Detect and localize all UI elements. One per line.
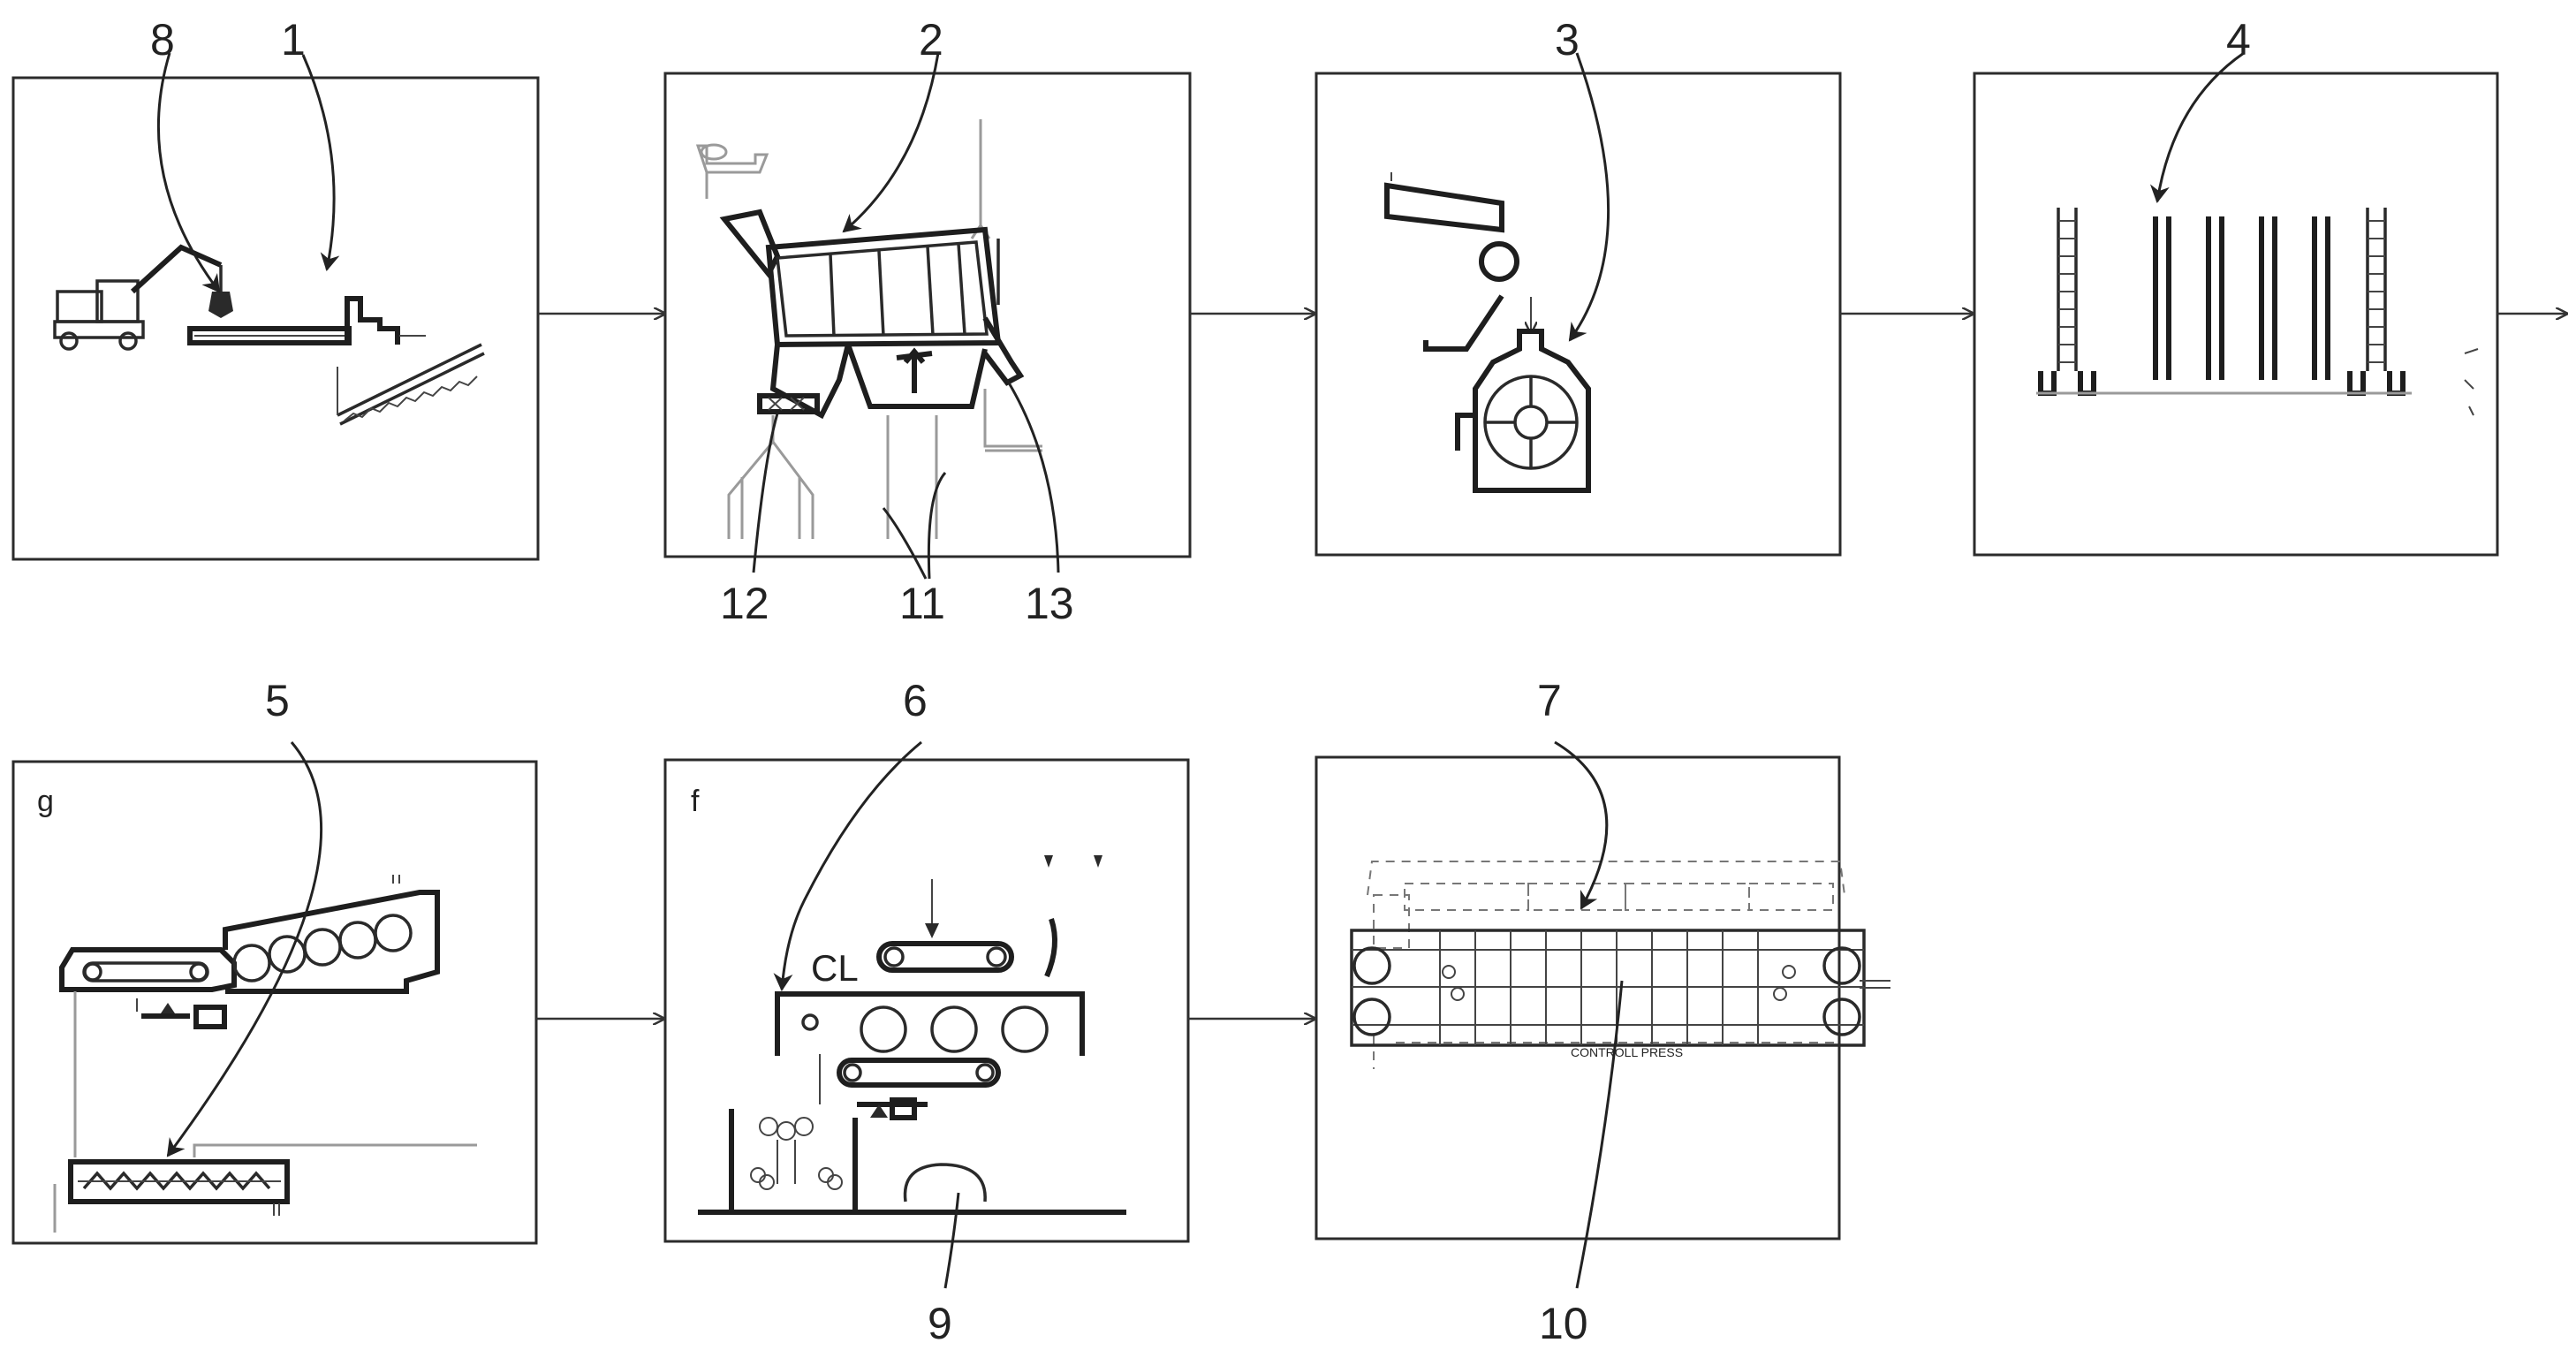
- leader-2: [842, 52, 940, 233]
- ref-num-9: 9: [928, 1299, 952, 1348]
- leader-1: [301, 54, 340, 271]
- cl-label: CL: [811, 947, 859, 989]
- ref-num-4: 4: [2226, 15, 2251, 64]
- leader-6: [773, 740, 922, 991]
- ref-num-3: 3: [1555, 15, 1580, 64]
- panel-4-frame: [1973, 72, 2499, 557]
- panel-3-illustration: [1384, 172, 1591, 493]
- leader-3: [1568, 52, 1610, 342]
- ref-num-2: 2: [919, 15, 943, 64]
- ref-num-12: 12: [720, 579, 769, 628]
- ref-num-1: 1: [281, 15, 306, 64]
- ref-num-6: 6: [903, 676, 928, 725]
- corner-letter-f: f: [691, 785, 700, 818]
- panel-3-frame: [1315, 72, 1842, 557]
- ref-num-5: 5: [265, 676, 290, 725]
- leader-11b: [927, 472, 947, 580]
- panel-2-frame: [663, 72, 1192, 558]
- press-label: CONTROLL PRESS: [1571, 1045, 1683, 1059]
- leader-4: [2149, 51, 2245, 203]
- panel-1-frame: [11, 76, 540, 561]
- ref-num-11: 11: [899, 579, 945, 628]
- panel-7-illustration: CONTROLL PRESS: [1350, 861, 1890, 1069]
- panel-1-illustration: [53, 244, 485, 426]
- panel-7-frame: [1315, 755, 1841, 1240]
- ref-num-8: 8: [150, 15, 175, 64]
- ref-num-10: 10: [1539, 1299, 1588, 1348]
- leader-5: [166, 741, 323, 1157]
- leader-13: [1005, 379, 1060, 573]
- panel-5-frame: [11, 760, 538, 1245]
- panel-2-illustration: [695, 119, 1042, 539]
- panel-4-illustration: [2036, 208, 2479, 416]
- leader-12: [752, 413, 779, 573]
- panel-5-illustration: [53, 875, 477, 1233]
- leader-9: [943, 1192, 960, 1289]
- ref-num-13: 13: [1025, 579, 1074, 628]
- panel-6-illustration: [698, 855, 1126, 1215]
- leader-8: [156, 52, 221, 293]
- corner-letter-g: g: [37, 785, 54, 818]
- leader-7: [1554, 740, 1609, 910]
- panel-6-frame: [663, 758, 1190, 1243]
- leader-10: [1575, 980, 1624, 1289]
- leader-11a: [882, 507, 928, 580]
- ref-num-7: 7: [1537, 676, 1562, 725]
